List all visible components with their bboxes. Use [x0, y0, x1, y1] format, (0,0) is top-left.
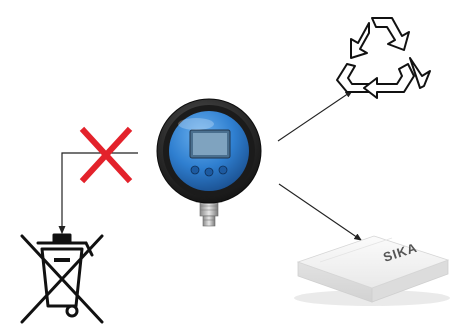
red-x-icon — [84, 131, 128, 179]
pressure-gauge-icon — [157, 99, 261, 226]
return-box-icon: SIKA — [294, 236, 450, 306]
recycling-icon — [337, 18, 430, 98]
recycle-arrow — [278, 91, 352, 141]
crossed-out-bin-icon — [22, 235, 102, 322]
return-arrow — [279, 184, 361, 240]
